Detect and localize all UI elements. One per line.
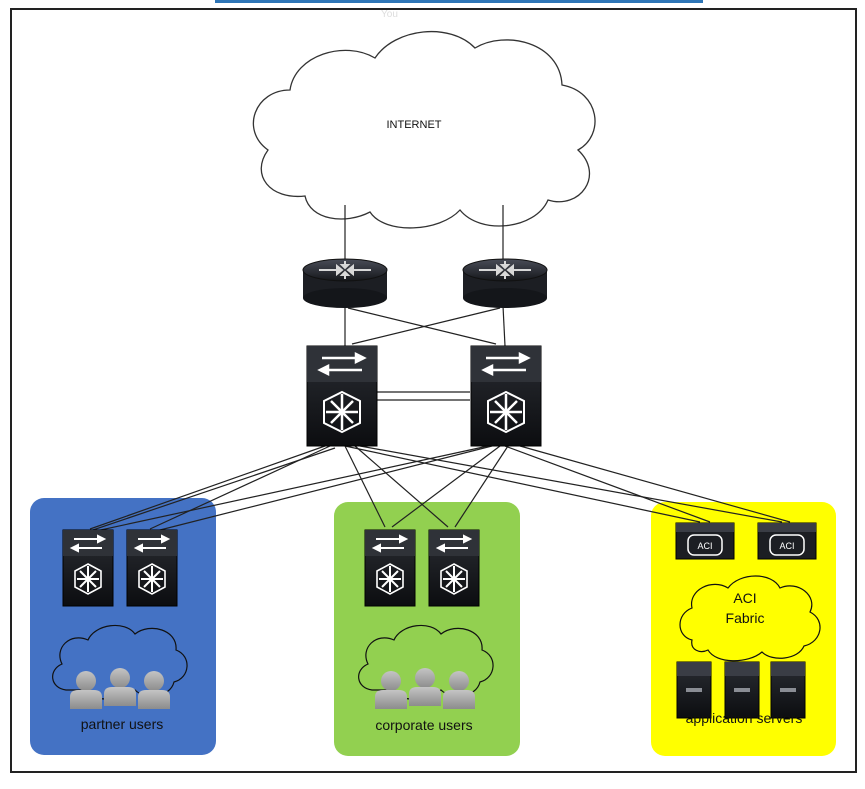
core-switch-2-icon	[469, 344, 543, 448]
router-1-icon	[302, 258, 388, 309]
aci-fabric-label-2: Fabric	[726, 610, 765, 626]
corporate-users-label: corporate users	[375, 717, 472, 733]
connection-lines	[83, 205, 791, 534]
header-text: You	[381, 9, 398, 20]
corporate-switch-2-icon	[428, 529, 480, 607]
aci-leaf-2-badge: ACI	[779, 541, 794, 551]
aci-fabric-cloud-icon	[679, 575, 821, 662]
aci-fabric-label-1: ACI	[733, 590, 756, 606]
router-2-icon	[462, 258, 548, 309]
application-servers-label: application servers	[686, 710, 803, 726]
aci-leaf-1-badge: ACI	[697, 541, 712, 551]
core-switch-1-icon	[305, 344, 379, 448]
corporate-switch-1-icon	[364, 529, 416, 607]
partner-users-label: partner users	[81, 716, 163, 732]
header-bar	[215, 0, 703, 3]
internet-cloud-icon	[252, 30, 596, 229]
partner-switch-1-icon	[62, 529, 114, 607]
internet-label: INTERNET	[387, 119, 442, 131]
partner-switch-2-icon	[126, 529, 178, 607]
